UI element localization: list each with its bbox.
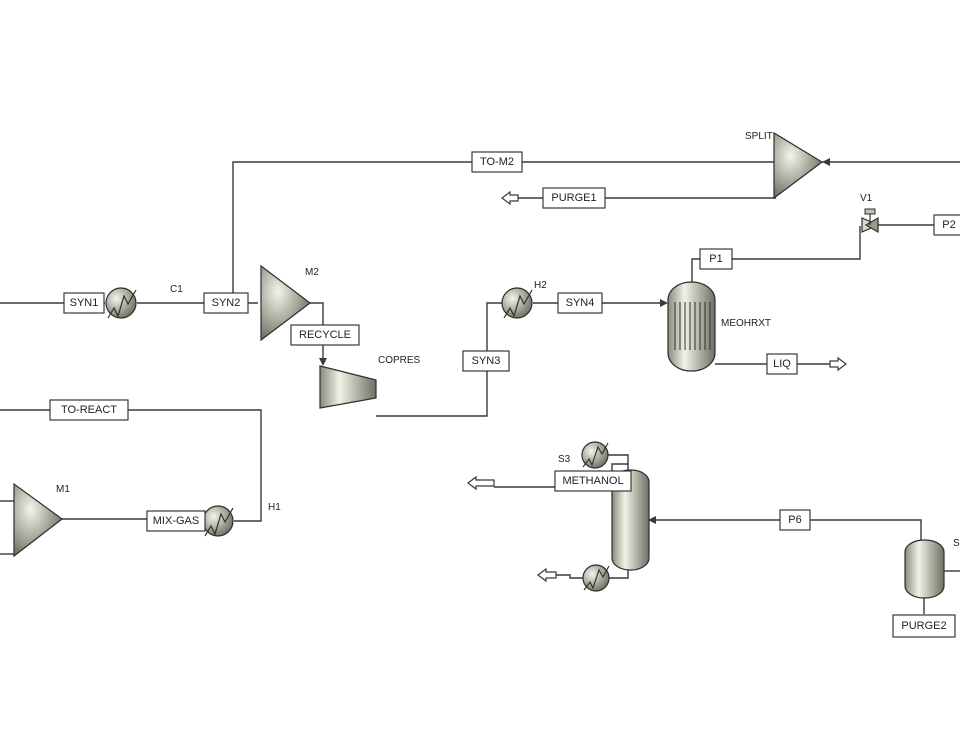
reactor-meohrxt[interactable] — [667, 281, 716, 372]
stream-label: TO-REACT — [61, 404, 117, 416]
stream-tag-methanol[interactable]: METHANOL — [554, 470, 632, 492]
stream-tag-recycle[interactable]: RECYCLE — [290, 324, 360, 346]
mixer-m2[interactable] — [260, 264, 311, 342]
block-label-m2: M2 — [305, 267, 319, 278]
stream-tag-liq[interactable]: LIQ — [766, 353, 798, 375]
compressor-copres[interactable] — [319, 365, 377, 409]
stream-label: RECYCLE — [299, 329, 351, 341]
stream-label: TO-M2 — [480, 156, 514, 168]
stream-tag-syn3[interactable]: SYN3 — [462, 350, 510, 372]
outlet-arrow-purge1 — [501, 190, 519, 206]
stream-tag-syn1[interactable]: SYN1 — [63, 292, 105, 314]
stream-tag-mix-gas[interactable]: MIX-GAS — [146, 510, 206, 532]
stream-to-m2-line — [232, 161, 776, 294]
stream-tag-p1[interactable]: P1 — [699, 248, 733, 270]
arrowhead — [660, 299, 668, 307]
stream-tag-purge1[interactable]: PURGE1 — [542, 187, 606, 209]
stream-tag-to-m2[interactable]: TO-M2 — [471, 151, 523, 173]
stream-p1-line — [691, 226, 861, 282]
stream-label: LIQ — [773, 358, 791, 370]
block-label-m1: M1 — [56, 484, 70, 495]
block-label-h2: H2 — [534, 280, 547, 291]
block-label-copres: COPRES — [378, 355, 421, 366]
mixer-m1[interactable] — [13, 482, 64, 558]
stream-p6-line — [652, 519, 922, 542]
stream-tag-purge2[interactable]: PURGE2 — [892, 614, 956, 638]
block-label-meohrxt: MEOHRXT — [721, 318, 771, 329]
heater-c1[interactable] — [105, 287, 137, 319]
arrowhead — [648, 516, 656, 524]
stream-condenser-line — [608, 454, 629, 464]
stream-to-react-line — [0, 409, 262, 522]
stream-tag-syn2[interactable]: SYN2 — [203, 292, 249, 314]
stream-label: PURGE1 — [551, 192, 596, 204]
arrowhead — [319, 358, 327, 366]
stream-tag-syn4[interactable]: SYN4 — [557, 292, 603, 314]
block-label-s3: S3 — [558, 454, 571, 465]
heater-h2[interactable] — [501, 287, 533, 319]
stream-label: MIX-GAS — [153, 515, 199, 527]
block-label-c1: C1 — [170, 284, 183, 295]
block-label-h1: H1 — [268, 502, 281, 513]
block-label-v1: V1 — [860, 193, 873, 204]
stream-label: P6 — [788, 514, 801, 526]
stream-label: SYN3 — [472, 355, 501, 367]
stream-tag-to-react[interactable]: TO-REACT — [49, 399, 129, 421]
block-label-s-partial: S — [953, 538, 960, 549]
valve-v1[interactable] — [861, 208, 880, 234]
arrowhead — [822, 158, 830, 166]
stream-label: METHANOL — [562, 475, 623, 487]
stream-label: P2 — [942, 219, 955, 231]
stream-label: SYN4 — [566, 297, 595, 309]
condenser-s3[interactable] — [581, 441, 609, 469]
split-block[interactable] — [773, 131, 824, 200]
reboiler[interactable] — [582, 564, 610, 592]
outlet-arrow-bottoms — [537, 567, 557, 583]
block-label-split: SPLIT — [745, 131, 773, 142]
stream-tag-p6[interactable]: P6 — [779, 509, 811, 531]
stream-bottoms-out-line — [555, 574, 583, 579]
stream-label: PURGE2 — [901, 620, 946, 632]
stream-label: P1 — [709, 253, 722, 265]
stream-tag-p2[interactable]: P2 — [933, 214, 960, 236]
flash-drum[interactable] — [904, 539, 945, 599]
heater-h1[interactable] — [202, 505, 234, 537]
outlet-arrow-methanol — [467, 475, 495, 491]
outlet-arrow-liq — [829, 356, 847, 372]
distillation-column[interactable] — [611, 469, 650, 571]
stream-label: SYN2 — [212, 297, 241, 309]
stream-label: SYN1 — [70, 297, 99, 309]
